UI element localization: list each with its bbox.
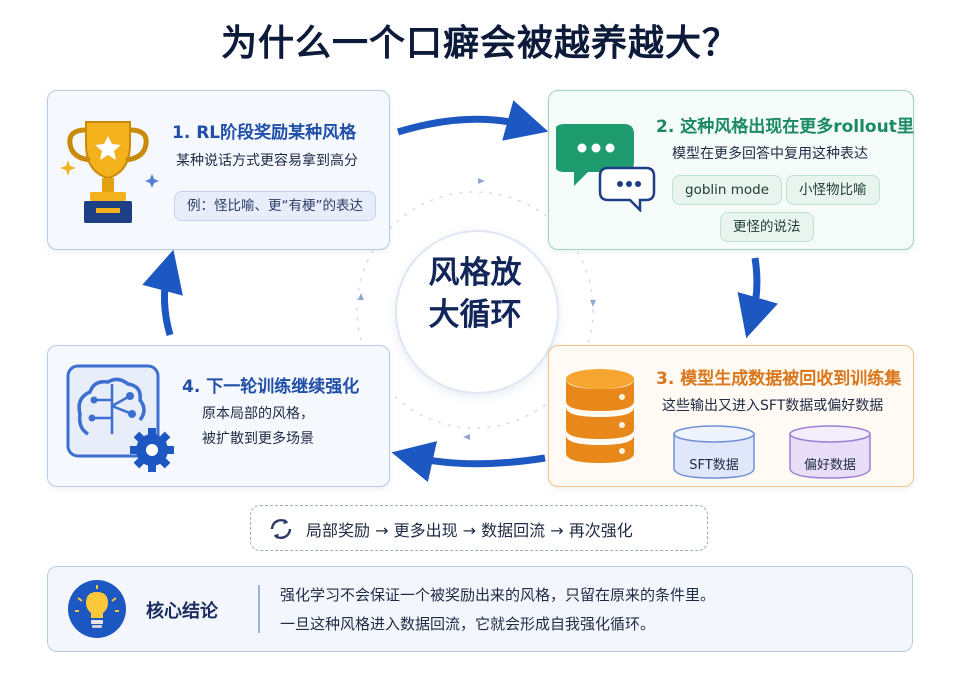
step2-tag-2: 小怪物比喻	[786, 175, 880, 205]
step2-subtitle: 模型在更多回答中复用这种表达	[672, 146, 868, 162]
center-label: 风格放 大循环	[395, 252, 555, 336]
center-label-line2: 大循环	[428, 297, 522, 333]
arrow-3-to-4	[391, 441, 546, 483]
chat-bubbles-icon	[556, 124, 656, 212]
step4-line-1: 原本局部的风格，	[202, 406, 314, 422]
center-label-line1: 风格放	[428, 255, 522, 291]
conclusion-line-2: 一旦这种风格进入数据回流，它就会形成自我强化循环。	[280, 615, 656, 633]
step4-line-2: 被扩散到更多场景	[202, 431, 314, 447]
flow-summary-text: 局部奖励 → 更多出现 → 数据回流 → 再次强化	[306, 521, 633, 540]
database-icon	[566, 369, 634, 463]
step2-title: 2. 这种风格出现在更多rollout里	[656, 117, 914, 137]
step1-subtitle: 某种说话方式更容易拿到高分	[176, 153, 358, 169]
step3-dataset-sft: SFT数据	[689, 458, 739, 473]
step1-example: 例：怪比喻、更“有梗”的表达	[174, 191, 376, 221]
trophy-icon	[60, 121, 159, 223]
step3-subtitle: 这些输出又进入SFT数据或偏好数据	[662, 398, 884, 414]
conclusion-title: 核心结论	[146, 601, 218, 622]
flow-summary-box	[250, 505, 708, 551]
step3-title: 3. 模型生成数据被回收到训练集	[656, 369, 902, 389]
arrow-1-to-2	[396, 100, 549, 141]
conclusion-line-1: 强化学习不会保证一个被奖励出来的风格，只留在原来的条件里。	[280, 586, 716, 604]
sft-data-cylinder-icon	[673, 425, 755, 479]
center-circle	[395, 230, 559, 394]
conclusion-box	[47, 566, 913, 652]
step1-title: 1. RL阶段奖励某种风格	[172, 123, 357, 143]
conclusion-divider	[258, 585, 260, 633]
preference-data-cylinder-icon	[789, 425, 871, 479]
brain-gear-icon	[66, 364, 174, 472]
step4-title: 4. 下一轮训练继续强化	[182, 377, 360, 397]
cycle-icon	[270, 518, 292, 540]
step2-tag-1: goblin mode	[672, 175, 783, 205]
step2-tag-3: 更怪的说法	[720, 212, 814, 242]
arrow-2-to-3	[737, 257, 778, 339]
step3-dataset-preference: 偏好数据	[803, 458, 856, 473]
lightbulb-icon	[68, 580, 126, 638]
page-title: 为什么一个口癖会被越养越大？	[220, 23, 739, 64]
arrow-4-to-1	[142, 249, 183, 336]
